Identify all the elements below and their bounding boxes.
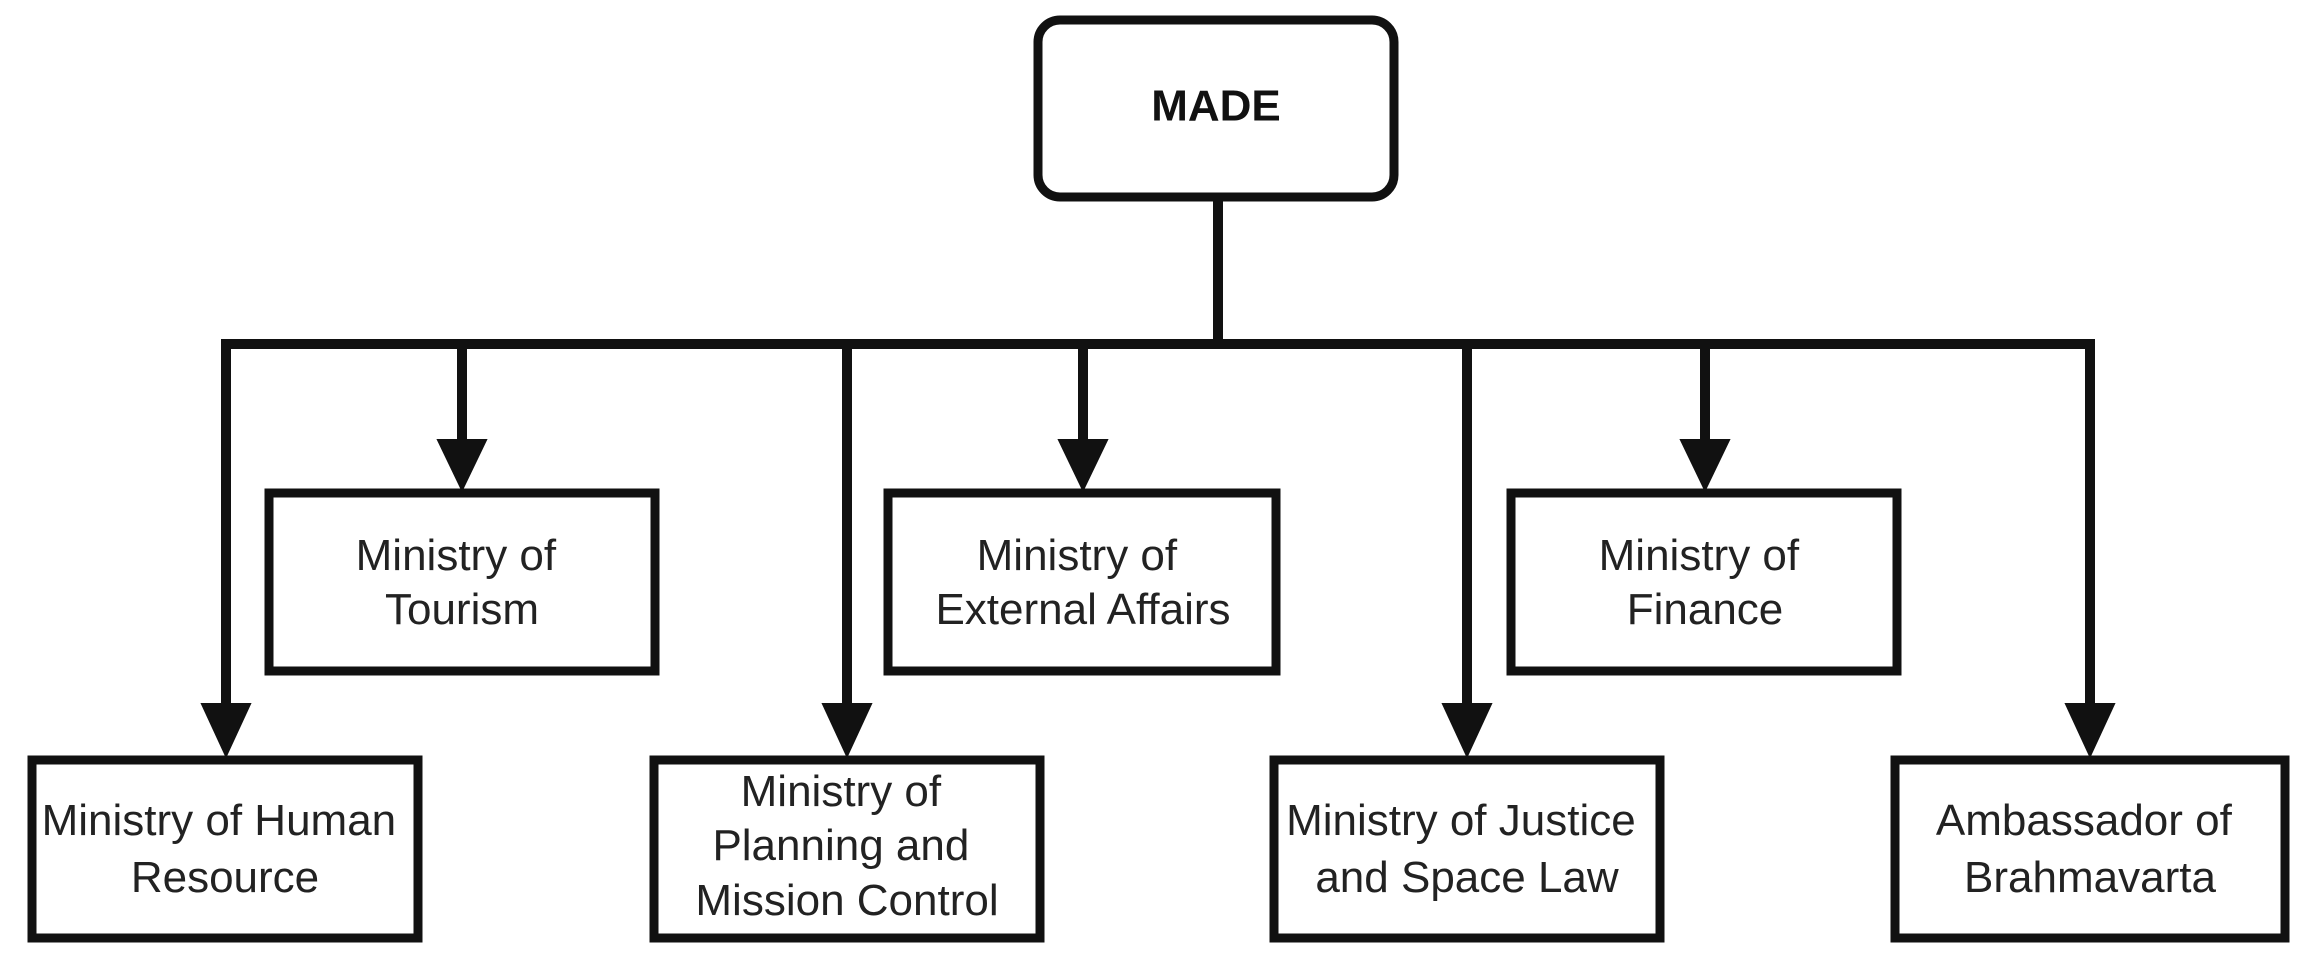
connectors bbox=[221, 192, 2095, 349]
svg-text:Ministry of Human Resour: Ministry of Human Resource bbox=[42, 796, 409, 902]
arrows bbox=[200, 344, 2116, 759]
svg-text:Ministry of External Aff: Ministry of External Affairs bbox=[935, 531, 1230, 634]
svg-text:Ministry of Planning and: Ministry of Planning and Mission Control bbox=[695, 767, 998, 925]
node-line: Ministry of bbox=[356, 531, 557, 580]
arrow-to-human-resource bbox=[200, 344, 252, 759]
arrow-to-tourism bbox=[436, 344, 488, 493]
node-tourism: Ministry of Tourism bbox=[264, 488, 660, 676]
node-line: Resource bbox=[131, 853, 319, 902]
root-label: MADE bbox=[1151, 82, 1281, 131]
node-line: Tourism bbox=[385, 585, 539, 634]
node-ambassador-brahmavarta: Ambassador of Brahmavarta bbox=[1890, 755, 2290, 943]
arrow-to-planning-mission-control bbox=[821, 344, 873, 759]
node-finance: Ministry of Finance bbox=[1506, 488, 1902, 676]
node-external-affairs: Ministry of External Affairs bbox=[883, 488, 1281, 676]
node-line: Brahmavarta bbox=[1964, 853, 2216, 902]
arrow-to-finance bbox=[1679, 344, 1731, 493]
node-line: External Affairs bbox=[935, 585, 1230, 634]
svg-text:Ministry of Finance: Ministry of Finance bbox=[1599, 531, 1812, 634]
arrow-to-justice-space-law bbox=[1441, 344, 1493, 759]
arrow-to-ambassador-brahmavarta bbox=[2064, 344, 2116, 759]
svg-text:Ambassador of Brahmavart: Ambassador of Brahmavarta bbox=[1936, 796, 2244, 902]
node-human-resource: Ministry of Human Resource bbox=[27, 755, 423, 943]
node-line: Finance bbox=[1627, 585, 1784, 634]
svg-text:Ministry of Justice and: Ministry of Justice and Space Law bbox=[1286, 796, 1648, 902]
svg-text:Ministry of Tourism: Ministry of Tourism bbox=[356, 531, 569, 634]
node-line: Ministry of bbox=[977, 531, 1178, 580]
root-node: MADE bbox=[1033, 15, 1399, 202]
node-line: and Space Law bbox=[1315, 853, 1619, 902]
node-justice-space-law: Ministry of Justice and Space Law bbox=[1269, 755, 1665, 943]
node-line: Ministry of bbox=[741, 767, 942, 816]
node-line: Ministry of Justice bbox=[1286, 796, 1636, 845]
node-line: Ministry of bbox=[1599, 531, 1800, 580]
node-line: Ambassador of bbox=[1936, 796, 2233, 845]
node-line: Ministry of Human bbox=[42, 796, 397, 845]
arrow-to-external-affairs bbox=[1057, 344, 1109, 493]
node-planning-mission-control: Ministry of Planning and Mission Control bbox=[649, 755, 1045, 943]
node-line: Mission Control bbox=[695, 876, 998, 925]
node-line: Planning and bbox=[712, 821, 969, 870]
